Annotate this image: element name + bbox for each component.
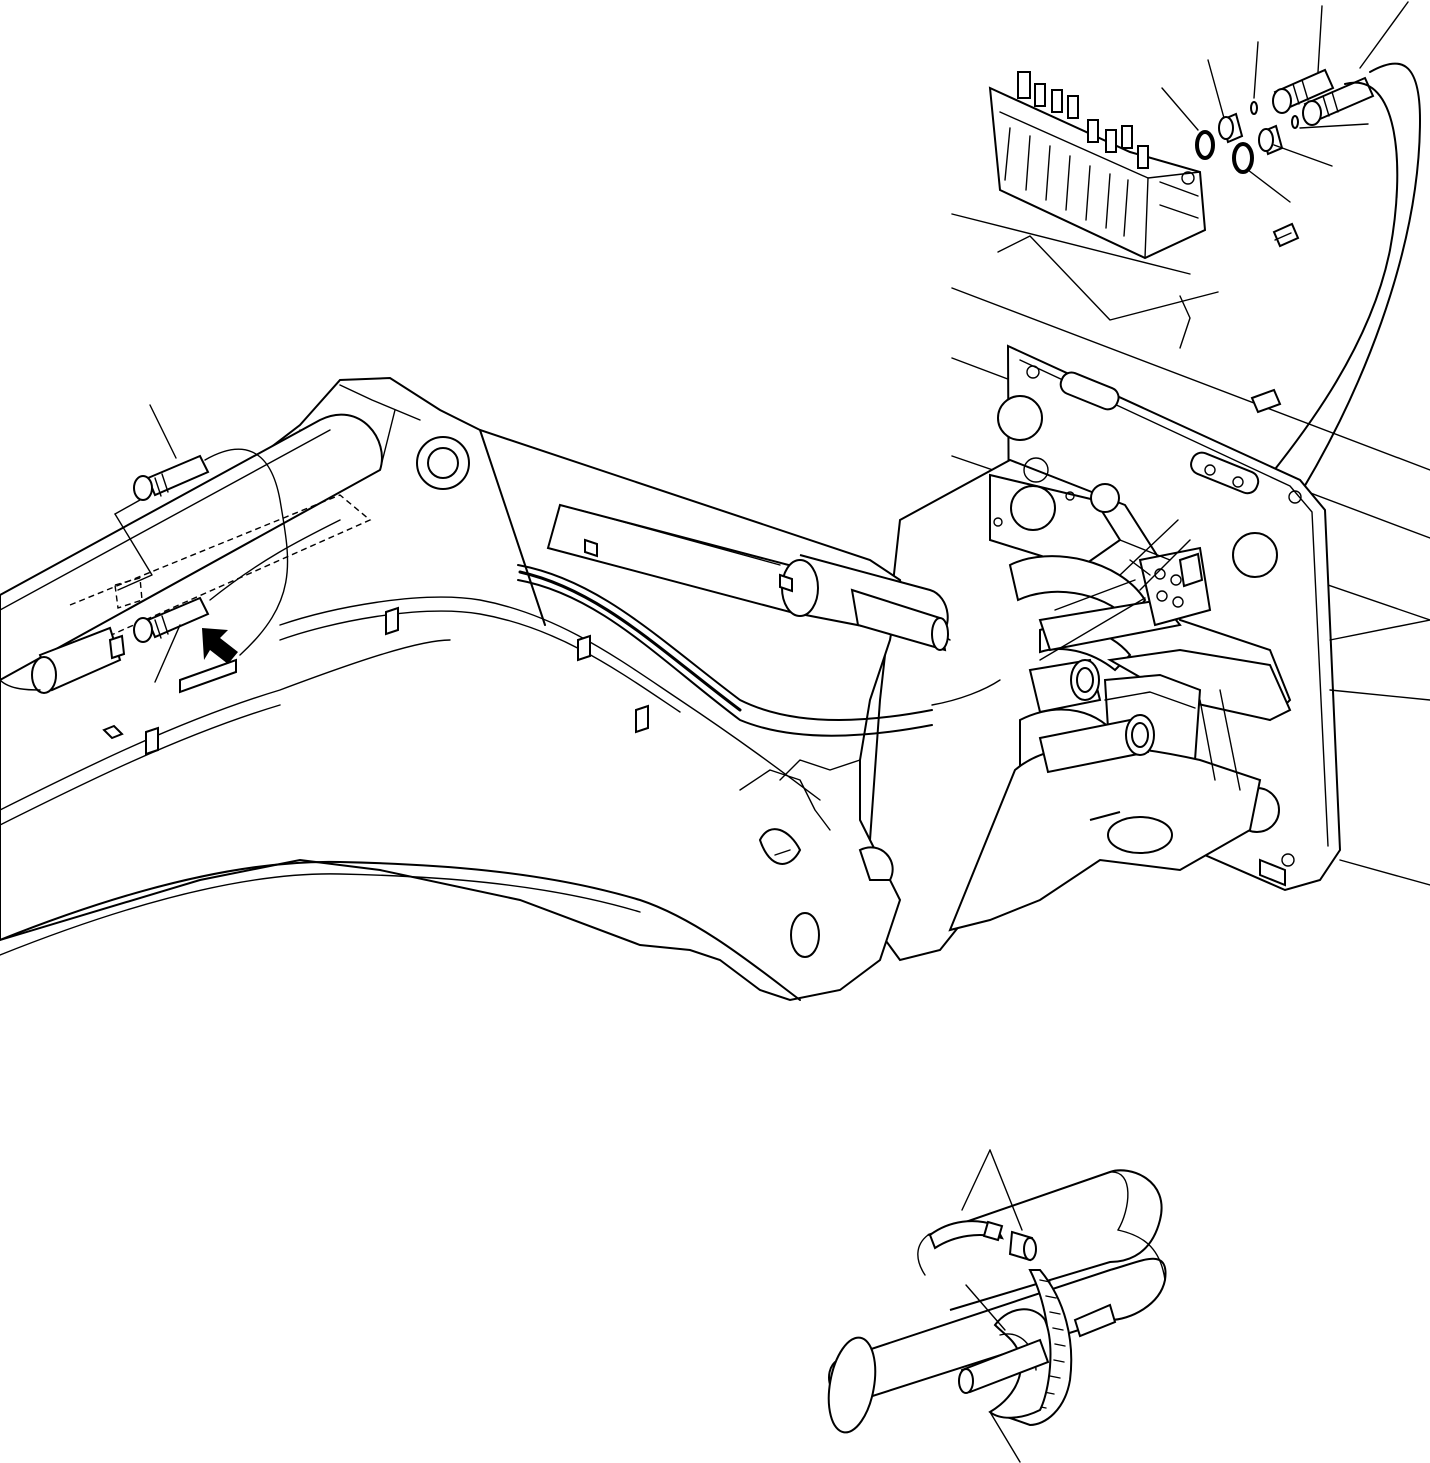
hose-clamp-mid xyxy=(1250,388,1282,414)
manifold-block xyxy=(1119,539,1212,627)
hose-clamp-upper xyxy=(1272,222,1300,248)
adapter-fitting-upper xyxy=(1218,112,1244,144)
leader-lines-detail xyxy=(961,1149,1023,1463)
hose-arm-lower xyxy=(209,519,341,601)
swing-bracket xyxy=(868,457,1292,962)
leader-line-left-upper xyxy=(149,404,177,459)
small-o-ring-upper xyxy=(1250,101,1258,115)
hose-arm-upper xyxy=(204,448,289,656)
detail-bolt xyxy=(1008,1230,1037,1262)
hose-clip-5 xyxy=(102,724,124,740)
swing-cylinder-rod xyxy=(850,588,949,652)
quick-coupler-left-lower xyxy=(133,596,210,643)
hose-clip-2 xyxy=(577,634,591,662)
leader-line-bracket-1 xyxy=(1039,597,1146,661)
arm-cylinder xyxy=(0,413,383,694)
tube-line xyxy=(997,235,1219,321)
control-valve-block xyxy=(988,71,1207,260)
small-o-ring-lower xyxy=(1291,115,1299,129)
detail-pipe-rod xyxy=(958,1303,1117,1394)
hose-guard xyxy=(179,658,237,694)
hose-clip-3 xyxy=(635,704,649,734)
o-ring-upper xyxy=(1195,130,1215,160)
boom-arm xyxy=(0,376,902,1002)
leader-lines-valve xyxy=(1161,1,1409,203)
detail-view-pipe-clamp xyxy=(827,1169,1167,1434)
detail-clamp-piece-upper xyxy=(928,1220,1004,1250)
direction-arrow-icon xyxy=(202,628,238,664)
leader-line-bracket-2 xyxy=(1054,579,1136,611)
o-ring-lower xyxy=(1232,142,1254,174)
valve-spools xyxy=(1017,71,1149,169)
quick-coupler-top-lower xyxy=(1302,76,1375,126)
hose-clip-1 xyxy=(385,606,399,636)
swing-pin-lower xyxy=(1038,714,1155,774)
quick-coupler-left-upper xyxy=(133,454,210,501)
quick-coupler-top-upper xyxy=(1272,68,1335,114)
hose-upper-right xyxy=(1249,62,1421,511)
leader-line-left-lower xyxy=(154,624,181,683)
swing-pin-upper xyxy=(1028,658,1102,714)
hose-pair-boom xyxy=(517,564,1001,737)
hose-clip-4 xyxy=(145,726,159,756)
leader-line-bracket-3 xyxy=(1139,539,1191,591)
adapter-fitting-lower xyxy=(1258,124,1284,156)
